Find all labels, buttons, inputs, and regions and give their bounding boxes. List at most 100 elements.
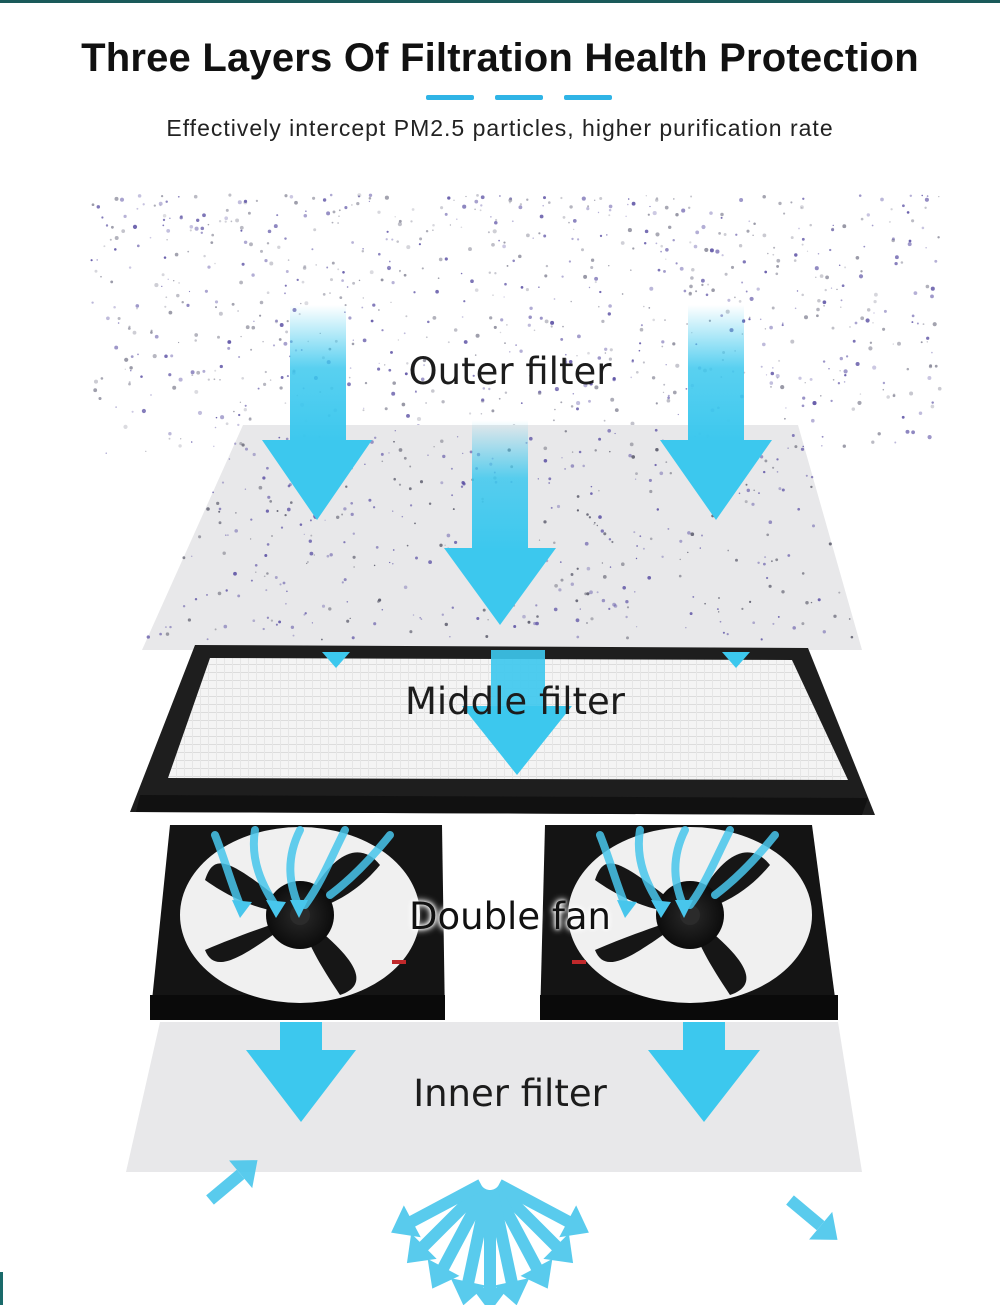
dust-particle (476, 194, 479, 197)
trapped-particle (252, 452, 256, 457)
trapped-particle (237, 594, 241, 598)
dust-particle (588, 399, 591, 403)
dust-particle (771, 306, 775, 310)
dust-particle (178, 444, 182, 448)
dust-particle (568, 221, 570, 224)
dust-particle (677, 413, 679, 416)
trapped-particle (408, 487, 412, 491)
dust-particle (123, 424, 128, 429)
trapped-particle (781, 488, 785, 492)
dust-particle (96, 259, 99, 261)
dust-particle (518, 254, 522, 259)
dust-particle (759, 318, 762, 321)
dust-particle (243, 408, 247, 412)
dust-particle (798, 376, 802, 380)
dust-particle (247, 211, 251, 215)
dust-particle (403, 332, 406, 335)
dust-particle (675, 262, 678, 265)
dust-particle (709, 248, 714, 253)
airflow-arrow-middle (462, 650, 572, 775)
dust-particle (461, 316, 464, 318)
dust-particle (368, 193, 373, 197)
dust-particle (368, 200, 371, 203)
dust-particle (296, 278, 299, 282)
dust-particle (329, 278, 334, 282)
trapped-particle (285, 602, 287, 605)
dust-particle (815, 276, 817, 279)
dust-particle (225, 208, 229, 212)
dust-particle (214, 426, 217, 429)
dust-particle (279, 323, 284, 327)
dust-particle (403, 273, 407, 277)
outflow-arrow (406, 1182, 488, 1264)
dust-particle (709, 211, 713, 215)
dust-particle (214, 369, 217, 372)
dust-particle (214, 262, 216, 265)
trapped-particle (278, 620, 282, 624)
dust-particle (666, 398, 671, 403)
dust-particle (489, 316, 493, 320)
dust-particle (908, 239, 912, 243)
dust-particle (902, 204, 905, 208)
trapped-particle (558, 588, 562, 592)
dust-particle (730, 265, 735, 269)
trapped-particle (381, 608, 384, 611)
dust-particle (894, 261, 898, 266)
dust-particle (207, 378, 210, 381)
trapped-particle (584, 541, 589, 546)
trapped-particle (415, 556, 418, 560)
trapped-particle (648, 478, 652, 482)
trapped-particle (575, 599, 579, 603)
dust-particle (921, 194, 923, 197)
dust-particle (874, 292, 878, 297)
dust-particle (844, 266, 847, 269)
dust-particle (748, 318, 751, 321)
dust-particle (871, 224, 874, 227)
dust-particle (689, 241, 692, 244)
trapped-particle (278, 436, 281, 439)
dust-particle (790, 236, 794, 240)
trapped-particle (373, 622, 377, 626)
trapped-particle (414, 522, 416, 525)
trapped-particle (800, 447, 805, 451)
trapped-particle (216, 501, 220, 505)
dust-particle (776, 264, 780, 268)
trapped-particle (450, 467, 453, 470)
outflow-arrow-shaft (407, 1179, 484, 1228)
dust-particle (441, 400, 445, 404)
outflow-arrow-shaft (206, 1169, 245, 1205)
trapped-particle (353, 566, 355, 568)
trapped-particle (451, 494, 454, 497)
top-rule (0, 0, 1000, 3)
dust-particle (127, 327, 131, 330)
dust-particle (361, 249, 365, 253)
dust-particle (378, 309, 380, 311)
dust-particle (926, 341, 929, 343)
dust-particle (931, 351, 933, 354)
trapped-particle (460, 485, 464, 488)
dust-particle (251, 325, 256, 330)
dust-particle (149, 236, 152, 239)
dust-particle (404, 372, 408, 376)
trapped-particle (239, 442, 243, 446)
trapped-particle (528, 436, 533, 441)
dust-particle (168, 373, 172, 377)
trapped-particle (792, 626, 796, 630)
dust-particle (916, 322, 919, 325)
trapped-particle (805, 600, 809, 605)
dust-particle (562, 215, 566, 219)
trapped-particle (768, 520, 773, 524)
dust-particle (238, 413, 241, 417)
dust-particle (638, 349, 641, 352)
dust-particle (190, 441, 193, 443)
dust-particle (153, 204, 156, 207)
dust-particle (905, 429, 910, 434)
dust-particle (604, 347, 608, 351)
dust-particle (604, 352, 607, 354)
dust-particle (606, 234, 608, 236)
dust-particle (98, 396, 102, 401)
trapped-particle (299, 523, 303, 526)
dust-particle (741, 281, 744, 284)
dust-particle (289, 195, 294, 199)
dust-particle (866, 308, 871, 312)
